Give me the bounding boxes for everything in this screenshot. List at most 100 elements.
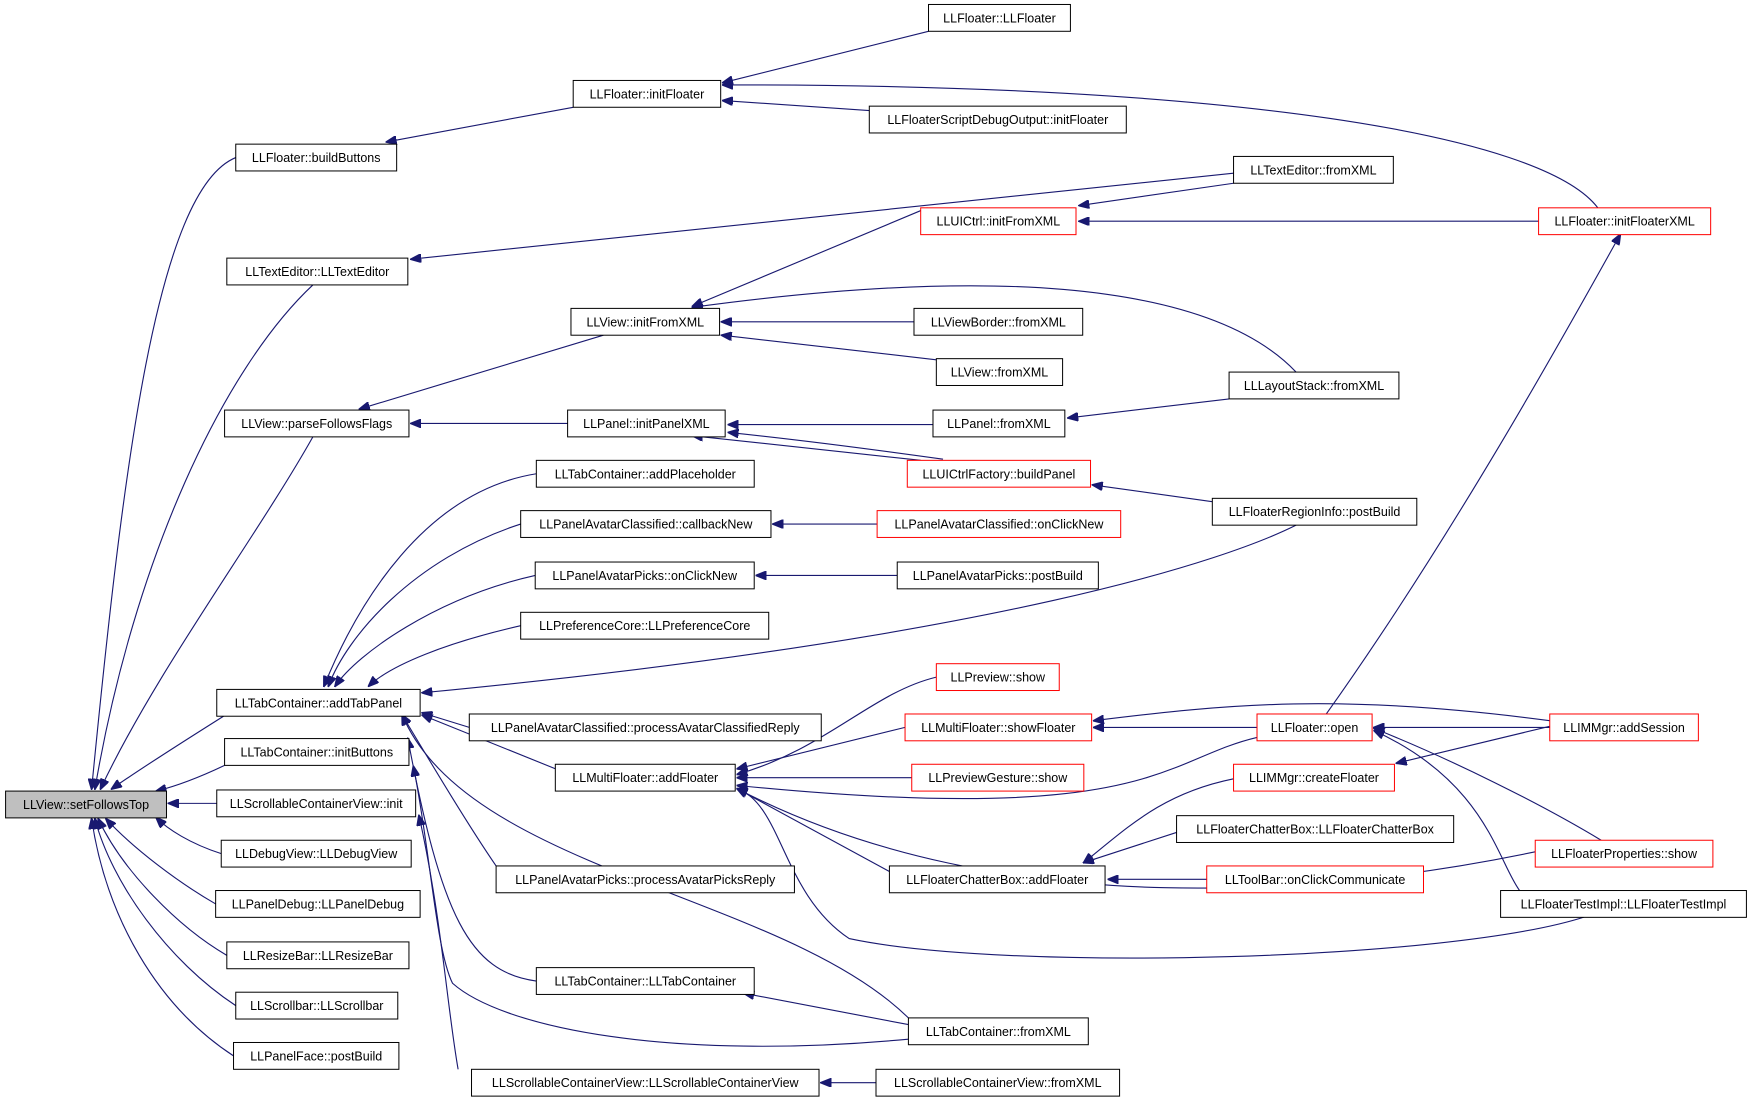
graph-node[interactable]: LLScrollableContainerView::init [216, 789, 417, 818]
node-box [911, 763, 1085, 792]
call-edge [693, 207, 928, 306]
graph-node[interactable]: LLToolBar::onClickCommunicate [1206, 865, 1425, 894]
graph-node[interactable]: LLPanelAvatarPicks::onClickNew [534, 561, 755, 590]
graph-node[interactable]: LLTabContainer::addPlaceholder [535, 459, 755, 488]
graph-node[interactable]: LLTextEditor::fromXML [1233, 155, 1394, 184]
graph-node[interactable]: LLDebugView::LLDebugView [220, 839, 412, 868]
graph-node[interactable]: LLFloaterProperties::show [1534, 839, 1714, 868]
node-label: LLUICtrl::initFromXML [937, 215, 1061, 229]
node-box [535, 967, 755, 995]
node-label: LLFloaterRegionInfo::postBuild [1229, 505, 1401, 519]
node-box [935, 663, 1060, 692]
graph-node[interactable]: LLFloaterTestImpl::LLFloaterTestImpl [1500, 890, 1747, 918]
node-box [535, 459, 755, 488]
graph-node[interactable]: LLScrollableContainerView::fromXML [875, 1068, 1121, 1097]
node-box [888, 865, 1106, 894]
call-edge [95, 284, 314, 789]
graph-node[interactable]: LLIMMgr::addSession [1549, 713, 1699, 742]
node-label: LLTabContainer::fromXML [926, 1025, 1071, 1039]
node-box [216, 789, 417, 818]
graph-node[interactable]: LLIMMgr::createFloater [1233, 763, 1395, 792]
graph-node[interactable]: LLPanelAvatarPicks::processAvatarPicksRe… [495, 865, 795, 894]
call-edge [387, 106, 574, 142]
graph-node[interactable]: LLMultiFloater::addFloater [554, 763, 736, 792]
graph-node[interactable]: LLPanelFace::postBuild [233, 1041, 400, 1070]
node-label: LLFloater::initFloater [590, 87, 705, 101]
graph-node[interactable]: LLResizeBar::LLResizeBar [226, 941, 410, 970]
node-box [235, 143, 398, 172]
node-box [1206, 865, 1425, 894]
call-edge [422, 713, 470, 728]
graph-node[interactable]: LLFloaterScriptDebugOutput::initFloater [868, 105, 1127, 134]
node-box [1256, 713, 1373, 742]
node-label: LLFloaterChatterBox::LLFloaterChatterBox [1196, 823, 1434, 837]
call-edge [92, 157, 236, 789]
node-label: LLPanelFace::postBuild [250, 1049, 382, 1063]
call-edge [1068, 398, 1230, 418]
call-edge [729, 432, 944, 460]
node-label: LLPanel::fromXML [947, 417, 1051, 431]
node-box [1233, 155, 1394, 184]
call-edge [324, 473, 537, 686]
graph-node[interactable]: LLPanelAvatarClassified::processAvatarCl… [468, 713, 822, 742]
node-box [554, 763, 736, 792]
call-edge [737, 736, 1258, 800]
graph-node[interactable]: LLView::initFromXML [570, 307, 721, 336]
graph-node[interactable]: LLView::fromXML [935, 358, 1064, 386]
graph-node[interactable]: LLPanel::fromXML [932, 409, 1066, 438]
node-box [215, 890, 421, 918]
graph-node[interactable]: LLPreferenceCore::LLPreferenceCore [520, 611, 770, 640]
graph-node[interactable]: LLLayoutStack::fromXML [1228, 371, 1400, 400]
graph-node[interactable]: LLFloaterChatterBox::LLFloaterChatterBox [1176, 815, 1455, 843]
edges [92, 30, 1621, 1082]
graph-node[interactable]: LLUICtrlFactory::buildPanel [906, 459, 1092, 488]
node-label: LLFloaterProperties::show [1551, 847, 1698, 861]
node-box [920, 207, 1077, 236]
node-box [567, 409, 726, 438]
graph-node[interactable]: LLScrollbar::LLScrollbar [235, 991, 399, 1020]
call-edge [723, 85, 1599, 209]
graph-node[interactable]: LLFloater::open [1256, 713, 1373, 742]
graph-node[interactable]: LLPanelAvatarClassified::onClickNew [876, 510, 1122, 538]
node-label: LLView::fromXML [951, 366, 1049, 380]
node-label: LLPanelAvatarClassified::callbackNew [539, 518, 753, 532]
node-label: LLIMMgr::addSession [1563, 721, 1685, 735]
graph-node[interactable]: LLView::setFollowsTop [5, 790, 167, 819]
call-edge [1094, 703, 1550, 721]
call-edge [1084, 778, 1234, 863]
graph-node[interactable]: LLTabContainer::addTabPanel [216, 688, 421, 717]
graph-node[interactable]: LLPreviewGesture::show [911, 763, 1085, 792]
node-label: LLTabContainer::addPlaceholder [555, 467, 736, 481]
graph-node[interactable]: LLFloater::buildButtons [235, 143, 398, 172]
graph-node[interactable]: LLUICtrl::initFromXML [920, 207, 1077, 236]
call-edge [106, 819, 216, 905]
node-box [1500, 890, 1747, 918]
graph-node[interactable]: LLPanelAvatarClassified::callbackNew [520, 510, 772, 538]
node-label: LLFloater::initFloaterXML [1554, 215, 1694, 229]
graph-node[interactable]: LLPanelDebug::LLPanelDebug [215, 890, 421, 918]
graph-node[interactable]: LLPanelAvatarPicks::postBuild [896, 561, 1099, 590]
graph-node[interactable]: LLFloater::initFloater [572, 79, 722, 108]
graph-node[interactable]: LLScrollableContainerView::LLScrollableC… [471, 1068, 820, 1097]
graph-node[interactable]: LLViewBorder::fromXML [913, 307, 1084, 336]
node-box [495, 865, 795, 894]
graph-node[interactable]: LLTabContainer::fromXML [907, 1017, 1089, 1046]
node-box [868, 105, 1127, 134]
node-box [520, 510, 772, 538]
node-box [1534, 839, 1714, 868]
node-box [468, 713, 822, 742]
graph-node[interactable]: LLFloater::initFloaterXML [1538, 207, 1712, 236]
graph-node[interactable]: LLFloater::LLFloater [928, 3, 1071, 32]
graph-node[interactable]: LLTabContainer::initButtons [224, 738, 410, 766]
graph-node[interactable]: LLTabContainer::LLTabContainer [535, 967, 755, 995]
graph-node[interactable]: LLView::parseFollowsFlags [224, 409, 410, 438]
graph-node[interactable]: LLTextEditor::LLTextEditor [226, 257, 409, 286]
node-box [907, 1017, 1089, 1046]
graph-node[interactable]: LLPanel::initPanelXML [567, 409, 726, 438]
call-edge [737, 676, 937, 774]
node-label: LLPreview::show [951, 671, 1046, 685]
graph-node[interactable]: LLFloaterChatterBox::addFloater [888, 865, 1106, 894]
graph-node[interactable]: LLFloaterRegionInfo::postBuild [1211, 497, 1418, 526]
graph-node[interactable]: LLPreview::show [935, 663, 1060, 692]
graph-node[interactable]: LLMultiFloater::showFloater [904, 713, 1093, 742]
